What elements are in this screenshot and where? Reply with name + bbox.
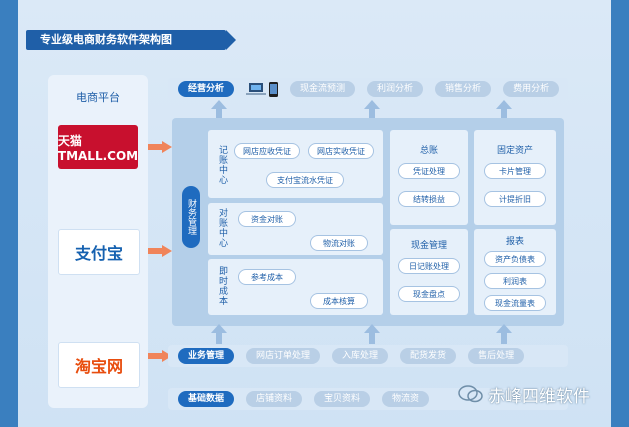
- platform-panel: 电商平台 天猫 TMALL.COM 支付宝 淘宝网: [48, 75, 148, 408]
- arrow-up-icon: [496, 100, 512, 120]
- arrow-right-icon: [148, 350, 172, 362]
- diagram-title: 专业级电商财务软件架构图: [26, 30, 236, 50]
- bookkeeping-node[interactable]: 网店应收凭证: [234, 143, 300, 159]
- fixed-assets-node[interactable]: 卡片管理: [484, 163, 546, 179]
- bookkeeping-label: 记账中心: [217, 145, 227, 185]
- ledger-node[interactable]: 凭证处理: [398, 163, 460, 179]
- fixed-assets-node[interactable]: 计提折旧: [484, 191, 546, 207]
- business-item[interactable]: 配货发货: [400, 348, 457, 364]
- bookkeeping-node[interactable]: 支付宝流水凭证: [266, 172, 344, 188]
- platform-label: 电商平台: [76, 91, 120, 104]
- basic-item[interactable]: 物流资: [382, 391, 430, 407]
- reports-node[interactable]: 现金流量表: [484, 295, 546, 311]
- reconcile-node[interactable]: 物流对账: [310, 235, 368, 251]
- analysis-row: 经营分析 现金流预测 利润分析 销售分析 费用分析: [168, 78, 568, 100]
- business-item[interactable]: 网店订单处理: [246, 348, 321, 364]
- business-row: 业务管理 网店订单处理 入库处理 配货发货 售后处理: [168, 345, 568, 367]
- costing-label: 即时成本: [217, 266, 227, 306]
- arrow-up-icon: [364, 100, 380, 120]
- arrow-up-icon: [496, 324, 512, 344]
- arrow-right-icon: [148, 141, 172, 153]
- cash-node[interactable]: 日记账处理: [398, 258, 460, 274]
- tmall-logo-text: 天猫 TMALL.COM: [57, 133, 139, 163]
- arrow-up-icon: [211, 324, 227, 344]
- laptop-icon: [246, 83, 267, 95]
- cash-title: 现金管理: [410, 241, 447, 251]
- analysis-primary-pill[interactable]: 经营分析: [178, 81, 235, 97]
- basic-item[interactable]: 宝贝资料: [314, 391, 371, 407]
- costing-node[interactable]: 参考成本: [238, 269, 296, 285]
- analysis-item[interactable]: 销售分析: [435, 81, 492, 97]
- taobao-logo: 淘宝网: [58, 342, 140, 388]
- cash-node[interactable]: 现金盘点: [398, 286, 460, 302]
- basic-primary-pill[interactable]: 基础数据: [178, 391, 235, 407]
- business-item[interactable]: 售后处理: [468, 348, 525, 364]
- wechat-icon: [458, 385, 483, 403]
- fixed-assets-title: 固定资产: [496, 146, 533, 156]
- arrow-right-icon: [148, 245, 172, 257]
- reports-node[interactable]: 利润表: [484, 273, 546, 289]
- device-icons: [246, 81, 279, 97]
- alipay-logo: 支付宝: [58, 229, 140, 275]
- right-border-stripe: [611, 0, 629, 427]
- reconcile-label: 对账中心: [217, 208, 227, 248]
- ledger-node[interactable]: 结转损益: [398, 191, 460, 207]
- reports-node[interactable]: 资产负债表: [484, 251, 546, 267]
- reconcile-node[interactable]: 资金对账: [238, 211, 296, 227]
- tmall-logo: 天猫 TMALL.COM: [58, 125, 138, 169]
- arrow-up-icon: [364, 324, 380, 344]
- analysis-item[interactable]: 现金流预测: [290, 81, 356, 97]
- business-primary-pill[interactable]: 业务管理: [178, 348, 235, 364]
- analysis-item[interactable]: 费用分析: [503, 81, 560, 97]
- analysis-item[interactable]: 利润分析: [367, 81, 424, 97]
- costing-node[interactable]: 成本核算: [310, 293, 368, 309]
- alipay-logo-text: 支付宝: [74, 244, 123, 263]
- basic-item[interactable]: 店铺资料: [246, 391, 303, 407]
- ledger-title: 总账: [419, 146, 438, 156]
- business-item[interactable]: 入库处理: [332, 348, 389, 364]
- bookkeeping-node[interactable]: 网店实收凭证: [308, 143, 374, 159]
- finance-management-tag: 财务管理: [182, 186, 200, 248]
- phone-icon: [269, 81, 279, 97]
- taobao-logo-text: 淘宝网: [74, 357, 123, 376]
- arrow-up-icon: [211, 100, 227, 120]
- left-border-stripe: [0, 0, 18, 427]
- watermark-text: 赤峰四维软件: [488, 387, 590, 407]
- reports-title: 报表: [505, 237, 524, 247]
